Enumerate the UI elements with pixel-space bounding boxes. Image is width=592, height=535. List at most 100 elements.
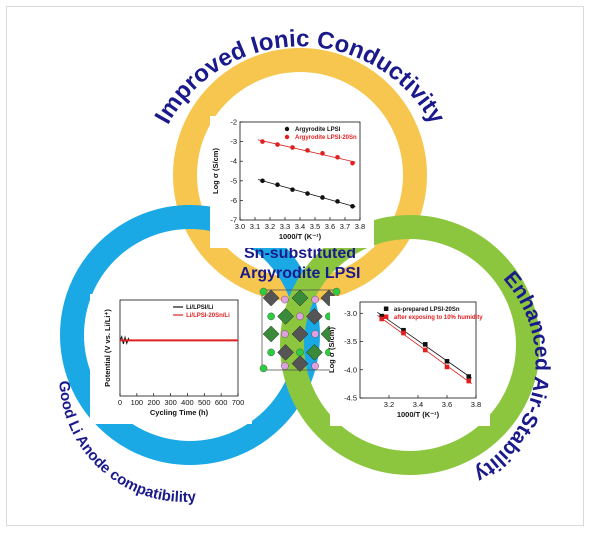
data-point-s0 (275, 182, 280, 188)
data-point-s1 (275, 142, 280, 147)
x-tick-label: 400 (181, 398, 194, 407)
x-tick-label: 0 (118, 398, 122, 407)
center-title-line2: Argyrodite LPSI (240, 265, 361, 282)
x-axis-label: Cycling Time (h) (150, 408, 209, 417)
x-tick-label: 200 (147, 398, 160, 407)
x-tick-label: 500 (198, 398, 211, 407)
atom-sphere (311, 295, 320, 304)
atom-sphere (311, 330, 320, 338)
x-tick-label: 3.0 (235, 222, 245, 231)
atom-sphere (332, 287, 341, 296)
data-point-s1 (466, 378, 472, 384)
x-tick-label: 3.7 (340, 222, 350, 231)
x-tick-label: 3.6 (442, 400, 452, 409)
atom-sphere (280, 295, 289, 304)
y-tick-label: -4 (230, 157, 237, 166)
right-ring (280, 215, 540, 475)
y-tick-label: -2 (230, 118, 237, 127)
data-point-s1 (305, 148, 310, 153)
atom-sphere (296, 348, 304, 357)
legend-swatch-0 (284, 126, 290, 132)
x-tick-label: 3.6 (325, 222, 335, 231)
y-tick-label: -7 (230, 216, 237, 225)
atom-sphere (267, 348, 275, 357)
tetrahedron-unit (277, 344, 294, 361)
y-axis-label: Log σ (S/cm) (327, 327, 336, 373)
data-point-s0 (335, 199, 340, 204)
x-tick-label: 100 (131, 398, 144, 407)
data-point-s0 (466, 374, 472, 379)
data-point-s1 (401, 330, 406, 336)
y-tick-label: -3 (230, 137, 237, 146)
data-point-s0 (444, 358, 450, 364)
x-tick-label: 3.8 (471, 400, 481, 409)
tetrahedron-unit (291, 289, 309, 307)
atom-sphere (280, 330, 289, 338)
atom-sphere (280, 362, 289, 370)
data-point-s0 (379, 313, 385, 319)
data-point-s0 (305, 191, 310, 196)
atom-sphere (259, 364, 268, 373)
x-tick-label: 600 (215, 398, 228, 407)
data-point-s1 (350, 160, 355, 166)
tetrahedron-unit (277, 308, 294, 325)
ionic-conductivity-chart: 3.0 3.1 3.2 3.3 3.4 3.5 3.6 3.7 3.8 -2 -3 -4 -5 -6 -7 1… (210, 116, 374, 248)
y-tick-label: -6 (230, 196, 237, 205)
data-point-s1 (320, 151, 325, 156)
x-tick-label: 3.5 (310, 222, 320, 231)
data-point-s0 (290, 187, 295, 192)
data-point-s0 (401, 327, 406, 333)
x-tick-label: 3.2 (265, 222, 275, 231)
tetrahedron-unit (262, 289, 280, 307)
atom-sphere (311, 362, 320, 370)
x-tick-label: 3.2 (384, 400, 394, 409)
x-tick-label: 3.4 (295, 222, 305, 231)
tetrahedron-unit (291, 325, 309, 343)
plot-frame (119, 299, 239, 397)
series-line-0 (119, 335, 130, 345)
x-tick-label: 3.1 (250, 222, 260, 231)
tetrahedron-unit (291, 355, 309, 372)
data-point-s1 (379, 316, 385, 322)
x-tick-label: 700 (232, 398, 245, 407)
y-tick-label: -4.5 (344, 394, 357, 403)
legend-swatch-1 (284, 134, 290, 140)
data-point-s0 (260, 178, 265, 184)
atom-sphere (267, 312, 275, 321)
atom-sphere (259, 287, 268, 296)
legend-label-1: Argyrodite LPSI-20Sn (295, 135, 357, 141)
legend-label-1: after exposing to 10% humidity (394, 315, 483, 321)
x-tick-label: 3.8 (355, 222, 365, 231)
chart-panel (210, 116, 374, 248)
tetrahedron-unit (306, 308, 323, 325)
legend-label-0: Argyrodite LPSI (295, 127, 341, 133)
x-axis-label: 1000/T (K⁻¹) (279, 232, 322, 241)
legend-swatch-0 (383, 306, 389, 311)
data-point-s0 (320, 195, 325, 200)
x-tick-label: 3.3 (280, 222, 290, 231)
data-point-s1 (260, 139, 265, 144)
legend-label-0: Li/LPSI/Li (186, 305, 214, 311)
y-tick-label: -4.0 (344, 365, 357, 374)
data-point-s1 (335, 154, 340, 160)
data-point-s1 (290, 145, 295, 150)
data-point-s0 (422, 342, 428, 347)
y-tick-label: -5 (230, 176, 237, 185)
data-point-s1 (422, 347, 428, 353)
y-tick-label: -3.5 (344, 337, 357, 346)
tetrahedron-unit (262, 325, 280, 343)
legend-swatch-1 (383, 314, 389, 319)
y-tick-label: -3.0 (344, 309, 357, 318)
x-axis-label: 1000/T (K⁻¹) (397, 410, 440, 419)
y-axis-label: Log σ (S/cm) (211, 148, 220, 194)
left-ring (60, 205, 320, 465)
atom-sphere (296, 312, 304, 321)
data-point-s0 (350, 203, 355, 209)
data-point-s1 (444, 364, 450, 370)
chart-panel (90, 294, 252, 424)
y-axis-label: Potential (V vs. Li/Li⁺) (103, 309, 112, 387)
